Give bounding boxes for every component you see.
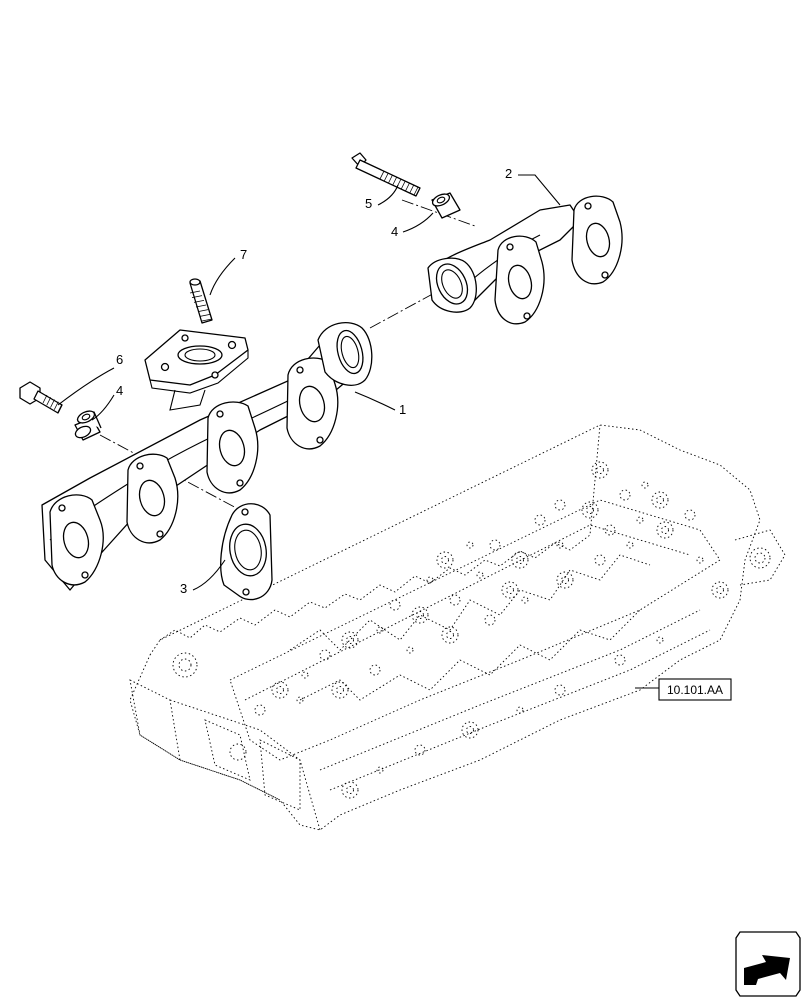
part-2-exhaust-manifold: [427, 195, 623, 325]
part-1-exhaust-manifold: [41, 322, 373, 591]
next-page-arrow-icon[interactable]: [735, 931, 801, 997]
reference-link-10-101-aa[interactable]: 10.101.AA: [658, 678, 732, 701]
reference-label: 10.101.AA: [667, 683, 723, 697]
callout-2: 2: [505, 166, 512, 181]
assembly-line-1: [369, 289, 441, 329]
part-3-gasket: [220, 503, 273, 601]
part-6-hex-bolt: [19, 381, 63, 414]
assembly-line-3: [401, 199, 476, 227]
leader-lines: [57, 174, 660, 689]
part-5-stud-bolt: [351, 152, 421, 197]
callout-4-rear: 4: [391, 224, 398, 239]
callout-7: 7: [240, 247, 247, 262]
callout-3: 3: [180, 581, 187, 596]
cylinder-head: [129, 424, 786, 831]
callout-6: 6: [116, 352, 123, 367]
callout-1: 1: [399, 402, 406, 417]
part-7-stud: [189, 278, 213, 324]
callout-5: 5: [365, 196, 372, 211]
assembly-line-2: [99, 434, 241, 511]
part-4-spacer-front: [74, 410, 102, 441]
callout-4-front: 4: [116, 383, 123, 398]
part-4-spacer-rear: [431, 192, 461, 219]
